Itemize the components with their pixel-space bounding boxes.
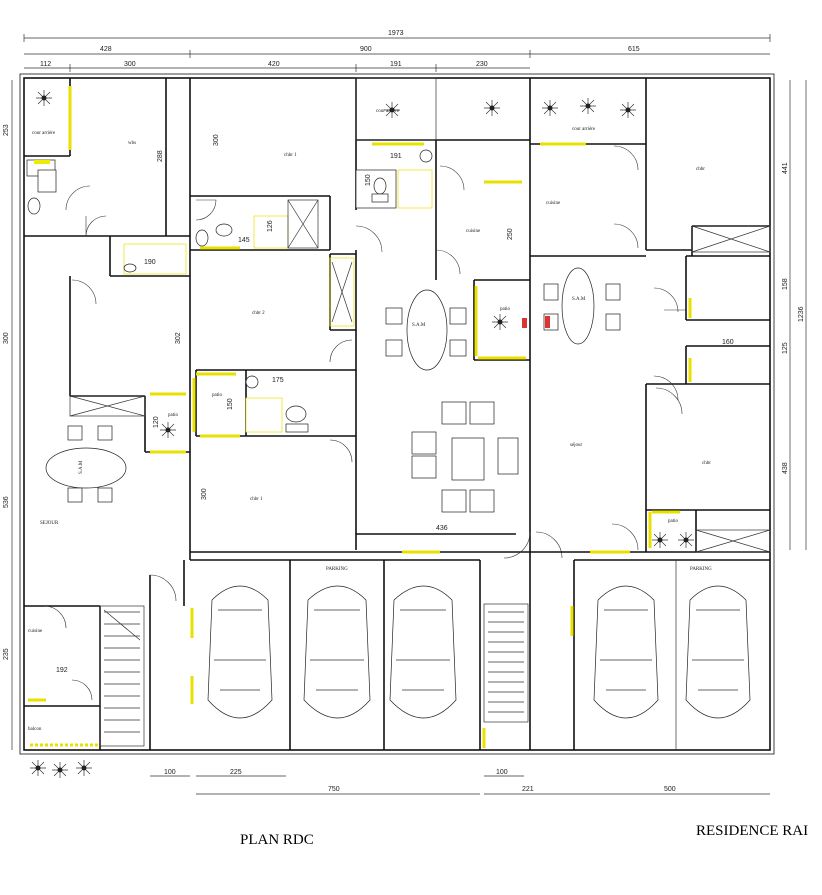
- plant-icon: [160, 422, 176, 438]
- plant-icon: [484, 100, 500, 116]
- plant-icon: [620, 102, 636, 118]
- plant-icon: [492, 314, 508, 330]
- label-sejour-left: SEJOUR: [40, 521, 59, 526]
- dim-inner-192: 192: [56, 667, 68, 674]
- dim-right-441: 441: [782, 162, 789, 174]
- dim-inner-191: 191: [390, 153, 402, 160]
- center-apartment: [190, 77, 563, 560]
- label-cour-arriere-2: cour arrière: [376, 109, 400, 114]
- label-chbr-right-bottom: chbr: [702, 461, 711, 466]
- left-apartment: [24, 78, 191, 750]
- label-sam-right: S.A.M: [572, 297, 586, 302]
- label-sejour-right: séjour: [570, 443, 583, 448]
- dim-inner-160: 160: [722, 339, 734, 346]
- dim-top-191: 191: [390, 61, 402, 68]
- inner-dimensions: 288 300 191 150 145 126 190 250 302 175 …: [56, 134, 734, 674]
- dim-inner-436: 436: [436, 525, 448, 532]
- dim-left-253: 253: [3, 124, 10, 136]
- top-dimensions: 1973 428 900 615 112 300 420 191 230: [23, 30, 771, 72]
- side-dimensions: 253 300 536 235 441 158 125 438 1236: [3, 80, 807, 750]
- dim-inner-288: 288: [157, 150, 164, 162]
- label-balcon: balcon: [28, 727, 42, 732]
- label-cuisine-right: cuisine: [546, 201, 561, 206]
- parking-zone: [190, 559, 770, 750]
- plant-icons: [30, 90, 694, 778]
- bottom-dimensions: 100 225 750 100 221 500: [150, 769, 770, 795]
- dim-top-900: 900: [360, 46, 372, 53]
- dim-total-width: 1973: [388, 30, 404, 37]
- dim-top-615: 615: [628, 46, 640, 53]
- label-patio-4: patio: [668, 519, 678, 524]
- label-cuisine-mid: cuisine: [466, 229, 481, 234]
- label-cuisine-left: cuisine: [28, 629, 43, 634]
- plant-icon: [52, 762, 68, 778]
- label-sam-mid: S.A.M: [412, 323, 426, 328]
- dim-top-428: 428: [100, 46, 112, 53]
- dim-inner-190: 190: [144, 259, 156, 266]
- label-chbr-right-top: chbr: [696, 167, 705, 172]
- dim-inner-175: 175: [272, 377, 284, 384]
- label-wc: wbs: [128, 141, 136, 146]
- label-cour-arriere-1: cour arrière: [32, 131, 56, 136]
- dim-left-235: 235: [3, 648, 10, 660]
- dim-right-total: 1236: [798, 306, 805, 322]
- dim-bottom-500: 500: [664, 786, 676, 793]
- plant-icon: [36, 90, 52, 106]
- dim-bottom-750: 750: [328, 786, 340, 793]
- dim-inner-145: 145: [238, 237, 250, 244]
- dim-top-300: 300: [124, 61, 136, 68]
- label-patio-1: patio: [212, 393, 222, 398]
- dim-inner-120: 120: [153, 416, 160, 428]
- stairs-left: [99, 605, 145, 747]
- label-parking-1: PARKING: [326, 567, 348, 572]
- dim-inner-150a: 150: [365, 174, 372, 186]
- plant-icon: [76, 760, 92, 776]
- living-furniture-center: [411, 401, 519, 513]
- plan-title: PLAN RDC: [240, 832, 314, 848]
- dim-inner-302: 302: [175, 332, 182, 344]
- dim-left-300: 300: [3, 332, 10, 344]
- car-4: [593, 585, 659, 719]
- label-sam-left: S.A.M: [79, 460, 84, 474]
- plant-icon: [542, 100, 558, 116]
- dim-bottom-225: 225: [230, 769, 242, 776]
- dim-top-230: 230: [476, 61, 488, 68]
- label-cour-arriere-3: cour arrière: [572, 127, 596, 132]
- room-labels: cour arrière cour arrière cour arrière w…: [28, 109, 712, 732]
- plant-icon: [678, 532, 694, 548]
- dim-right-158: 158: [782, 278, 789, 290]
- dim-bottom-221: 221: [522, 786, 534, 793]
- right-apartment: [530, 78, 771, 554]
- plant-icon: [384, 102, 400, 118]
- label-patio-2: patio: [168, 413, 178, 418]
- dim-inner-150b: 150: [227, 398, 234, 410]
- dim-right-438: 438: [782, 462, 789, 474]
- car-3: [389, 585, 457, 719]
- dim-inner-300b: 300: [201, 488, 208, 500]
- label-chbr1: chbr 1: [284, 153, 297, 158]
- plant-icon: [652, 532, 668, 548]
- label-patio-3: patio: [500, 307, 510, 312]
- car-1: [207, 585, 273, 719]
- dim-top-420: 420: [268, 61, 280, 68]
- plant-icon: [30, 760, 46, 776]
- plant-icon: [580, 98, 596, 114]
- dim-inner-300a: 300: [213, 134, 220, 146]
- dim-left-536: 536: [3, 496, 10, 508]
- car-2: [303, 585, 371, 719]
- dim-inner-250: 250: [507, 228, 514, 240]
- car-5: [685, 585, 751, 719]
- residence-title: RESIDENCE RAI: [696, 823, 809, 839]
- label-chbr2: chbr 2: [252, 311, 265, 316]
- stairs-center: [483, 603, 529, 723]
- dim-top-112: 112: [40, 61, 51, 68]
- dim-bottom-100b: 100: [496, 769, 508, 776]
- dim-bottom-100a: 100: [164, 769, 176, 776]
- label-parking-2: PARKING: [690, 567, 712, 572]
- dim-inner-126: 126: [267, 220, 274, 232]
- label-chbr3: chbr 1: [250, 497, 263, 502]
- dim-right-125: 125: [782, 342, 789, 354]
